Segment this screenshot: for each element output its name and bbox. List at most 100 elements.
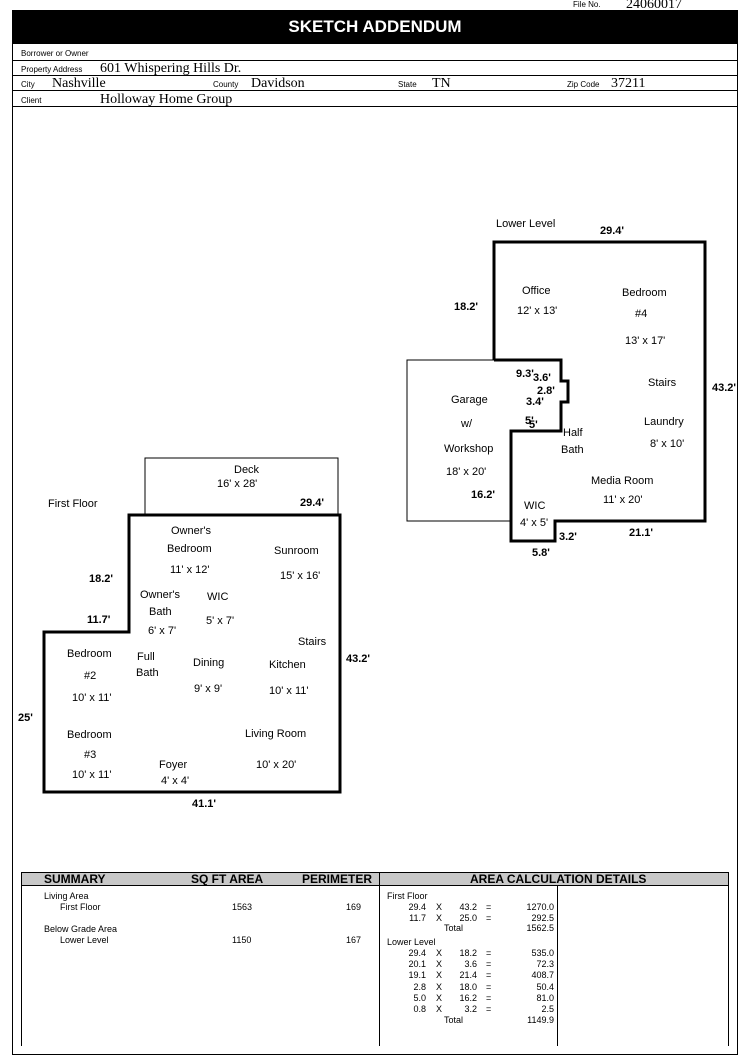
living-room-label: Living Room	[245, 728, 307, 740]
first-dim-41-1: 41.1'	[192, 798, 217, 810]
details-cell: =	[486, 970, 492, 981]
sunroom-label: Sunroom	[274, 545, 319, 557]
details-cell: X	[436, 913, 443, 923]
zip-label: Zip Code	[567, 80, 600, 89]
details-header: AREA CALCULATION DETAILS	[470, 872, 647, 886]
bedroom2-number: #2	[84, 670, 97, 682]
lower-level-living-outline	[492, 240, 707, 543]
details-cell: 292.5	[531, 913, 554, 923]
details-total-value: 1149.9	[527, 1015, 554, 1025]
full-bath-label-1: Full	[137, 651, 155, 663]
sqft-header: SQ FT AREA	[191, 872, 264, 886]
bedroom4-label: Bedroom	[622, 287, 667, 299]
header-row-property	[13, 60, 737, 76]
kitchen-label: Kitchen	[269, 659, 306, 671]
bedroom2-label: Bedroom	[67, 648, 112, 660]
first-dim-25: 25'	[18, 712, 33, 724]
details-split-line	[557, 886, 558, 1046]
details-cell: 29.4	[408, 902, 426, 912]
details-cell: =	[486, 1004, 492, 1014]
garage-size: 18' x 20'	[446, 466, 487, 478]
bedroom2-size: 10' x 11'	[72, 692, 112, 704]
first-floor-outline	[42, 513, 342, 794]
details-cell: 21.4	[459, 970, 477, 981]
property-label: Property Address	[21, 65, 83, 74]
header-row-client	[13, 90, 737, 107]
client-value: Holloway Home Group	[100, 92, 233, 107]
details-cell: 18.2	[459, 948, 477, 958]
deck-size: 16' x 28'	[217, 478, 258, 490]
summary-header: SUMMARY	[44, 872, 106, 886]
details-total-value: 1562.5	[526, 923, 554, 933]
details-first-row: 29.4 X 43.2 = 1270.0	[380, 902, 560, 913]
office-label: Office	[522, 285, 551, 297]
title-bar: SKETCH ADDENDUM	[12, 10, 738, 44]
details-cell: X	[436, 959, 443, 970]
header-rows	[13, 44, 737, 108]
details-cell: 535.0	[531, 948, 554, 958]
details-cell: =	[486, 959, 492, 970]
first-dim-top: 29.4'	[300, 497, 325, 509]
details-cell: 19.1	[408, 970, 426, 981]
full-bath-label-2: Bath	[136, 667, 159, 679]
details-total-label: Total	[444, 1015, 464, 1025]
bedroom3-number: #3	[84, 749, 97, 761]
property-value: 601 Whispering Hills Dr.	[100, 61, 242, 76]
page-title: SKETCH ADDENDUM	[288, 17, 462, 36]
first-dim-43-2: 43.2'	[346, 653, 371, 665]
summary-divider	[379, 872, 380, 1046]
details-cell: 20.1	[408, 959, 426, 970]
garage-label: Garage	[451, 394, 488, 406]
lower-dim-left: 18.2'	[454, 301, 479, 313]
lower-dim-9-3: 9.3'	[516, 368, 534, 380]
lower-level-summary-label: Lower Level	[60, 935, 109, 945]
living-room-size: 10' x 20'	[256, 759, 297, 771]
owners-bath-label-2: Bath	[149, 606, 172, 618]
half-bath-label-2: Bath	[561, 444, 584, 456]
details-cell: 2.5	[541, 1004, 554, 1014]
dining-size: 9' x 9'	[194, 683, 223, 695]
details-first-floor-label: First Floor	[387, 891, 428, 901]
state-value: TN	[432, 76, 451, 91]
owners-bath-size: 6' x 7'	[148, 625, 177, 637]
summary-left-border	[21, 886, 22, 1046]
details-cell: 1270.0	[526, 902, 554, 912]
details-cell: X	[436, 948, 443, 958]
summary-right-border	[728, 886, 729, 1046]
owners-bedroom-label-2: Bedroom	[167, 543, 212, 555]
details-first-total-row: Total 1562.5	[380, 923, 560, 934]
details-cell: X	[436, 970, 443, 981]
header-row-borrower	[13, 44, 737, 61]
details-cell: =	[486, 902, 492, 912]
first-dim-11-7: 11.7'	[87, 614, 111, 626]
details-cell: X	[436, 992, 443, 1003]
details-cell: =	[486, 992, 492, 1003]
foyer-size: 4' x 4'	[161, 775, 190, 787]
lower-dim-top: 29.4'	[600, 225, 625, 237]
lower-dim-5-8: 5.8'	[532, 547, 550, 559]
first-wic-label: WIC	[207, 591, 229, 603]
lower-level-title: Lower Level	[496, 218, 556, 230]
below-grade-label: Below Grade Area	[44, 924, 118, 934]
details-cell: 18.0	[459, 981, 477, 992]
details-cell: 0.8	[413, 1004, 426, 1014]
details-lower-level-label: Lower Level	[387, 937, 436, 947]
office-size: 12' x 13'	[517, 305, 558, 317]
lower-level-sqft: 1150	[232, 935, 252, 945]
borrower-label: Borrower or Owner	[21, 49, 89, 58]
lower-dim-3-2: 3.2'	[559, 531, 577, 543]
city-label: City	[21, 80, 35, 89]
half-bath-label-1: Half	[563, 427, 583, 439]
lower-dim-5-b: 5'	[529, 419, 538, 431]
details-cell: 50.4	[536, 981, 554, 992]
county-label: County	[213, 80, 239, 89]
lower-dim-21-1: 21.1'	[629, 527, 654, 539]
bedroom3-size: 10' x 11'	[72, 769, 112, 781]
details-cell: X	[436, 981, 443, 992]
kitchen-size: 10' x 11'	[269, 685, 309, 697]
